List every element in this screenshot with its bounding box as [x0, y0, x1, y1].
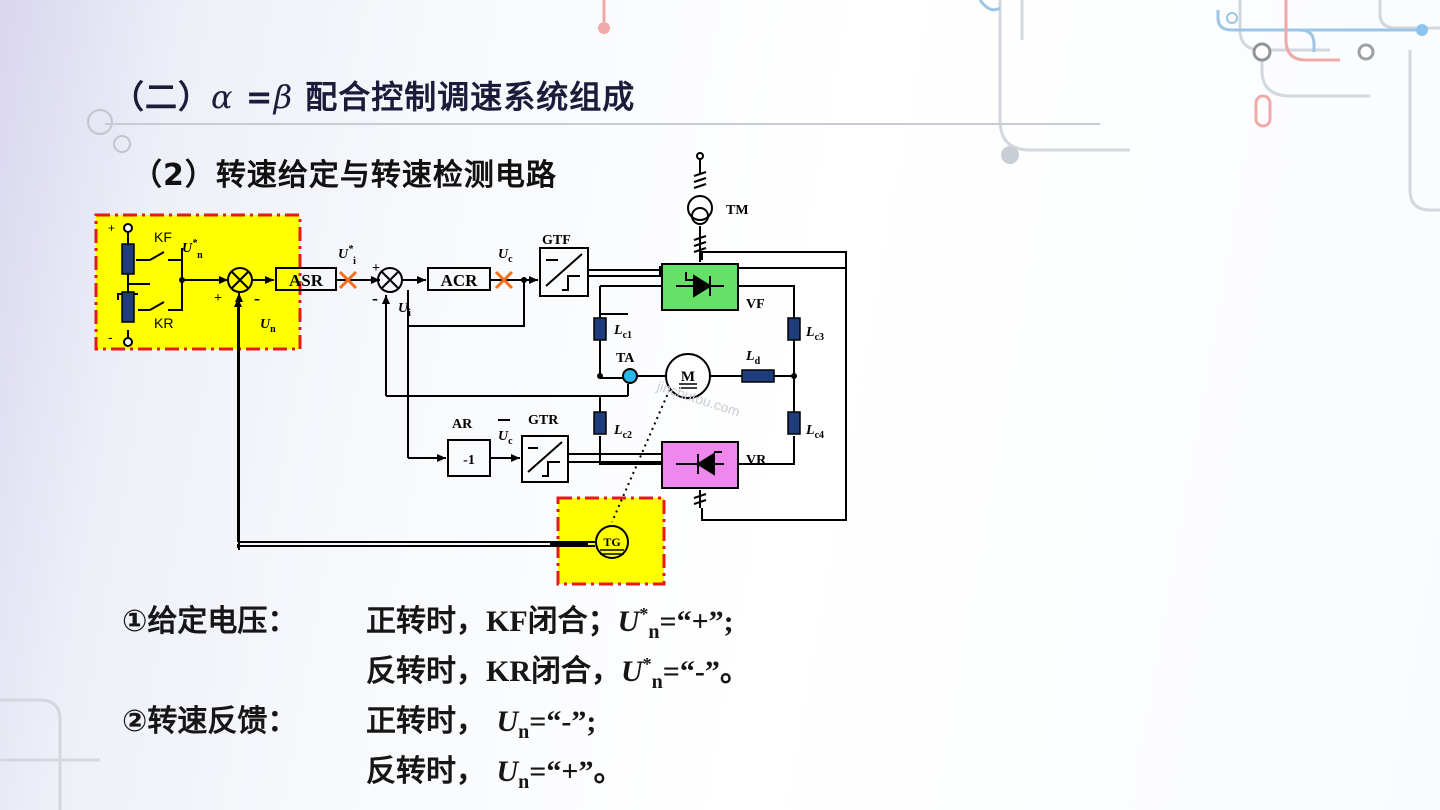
- inductor-lc2: [593, 411, 607, 435]
- lc1-label: Lc1: [613, 323, 632, 341]
- ui-star-label: U*i: [338, 244, 356, 267]
- note-line-1: ①给定电压： 正转时，KF闭合；U*n=“+”;: [122, 596, 922, 646]
- note-lead: ①给定电压：: [122, 604, 298, 639]
- vr-label: VR: [746, 453, 767, 468]
- ta-sensor: [622, 368, 638, 384]
- notes: ①给定电压： 正转时，KF闭合；U*n=“+”; 反转时，KR闭合，U*n=“-…: [122, 596, 922, 796]
- sum2-plus-label: +: [372, 261, 380, 276]
- note-lead: ②转速反馈：: [122, 704, 298, 739]
- uc-label: Uc: [498, 247, 513, 265]
- ui-label: Ui: [398, 301, 411, 319]
- circuit-diagram: ASR ACR: [94, 152, 847, 586]
- inductor-lc4: [787, 411, 801, 435]
- slide-subtitle: （2）转速给定与转速检测电路: [132, 158, 557, 193]
- note-body: 反转时，KR闭合，U*n=“-”。: [366, 654, 750, 693]
- inductor-lc1: [593, 317, 607, 341]
- sum2-minus-label: -: [372, 288, 378, 308]
- uc-bar-label: Uc: [498, 429, 513, 447]
- note-body: 正转时， Un=“-”;: [366, 704, 597, 743]
- minus-label: -: [108, 329, 113, 345]
- lc4-label: Lc4: [805, 423, 824, 441]
- gtr-label: GTR: [528, 413, 559, 428]
- ar-label: AR: [452, 417, 473, 432]
- lc3-label: Lc3: [805, 325, 824, 343]
- motor-label: M: [681, 369, 695, 385]
- note-line-2: 反转时，KR闭合，U*n=“-”。: [122, 646, 922, 696]
- tm-label: TM: [726, 203, 749, 218]
- vf-label: VF: [746, 297, 765, 312]
- ta-label: TA: [616, 351, 635, 366]
- inductor-lc3: [787, 317, 801, 341]
- kf-label: KF: [154, 229, 172, 245]
- note-line-3: ②转速反馈： 正转时， Un=“-”;: [122, 696, 922, 746]
- sum1-plus-label: +: [214, 291, 222, 306]
- kr-label: KR: [154, 315, 173, 331]
- un-star-label: U*n: [182, 238, 203, 261]
- resistor-bottom: [121, 291, 135, 323]
- note-body: 正转时，KF闭合；U*n=“+”;: [366, 604, 734, 643]
- asr-label: ASR: [289, 271, 324, 290]
- sum1-minus-label: -: [254, 288, 260, 308]
- lc2-label: Lc2: [613, 423, 632, 441]
- ar-gain-label: -1: [463, 453, 475, 468]
- note-body: 反转时， Un=“+”。: [366, 754, 624, 793]
- plus-label: +: [108, 221, 115, 235]
- tg-label: TG: [603, 535, 620, 549]
- inductor-ld: [741, 369, 775, 383]
- gtf-label: GTF: [542, 233, 571, 248]
- note-line-4: 反转时， Un=“+”。: [122, 746, 922, 796]
- acr-label: ACR: [441, 271, 479, 290]
- slide-title: （二）α =β 配合控制调速系统组成: [112, 78, 636, 116]
- resistor-top: [121, 243, 135, 275]
- ld-label: Ld: [745, 349, 761, 367]
- un-label: Un: [260, 317, 276, 335]
